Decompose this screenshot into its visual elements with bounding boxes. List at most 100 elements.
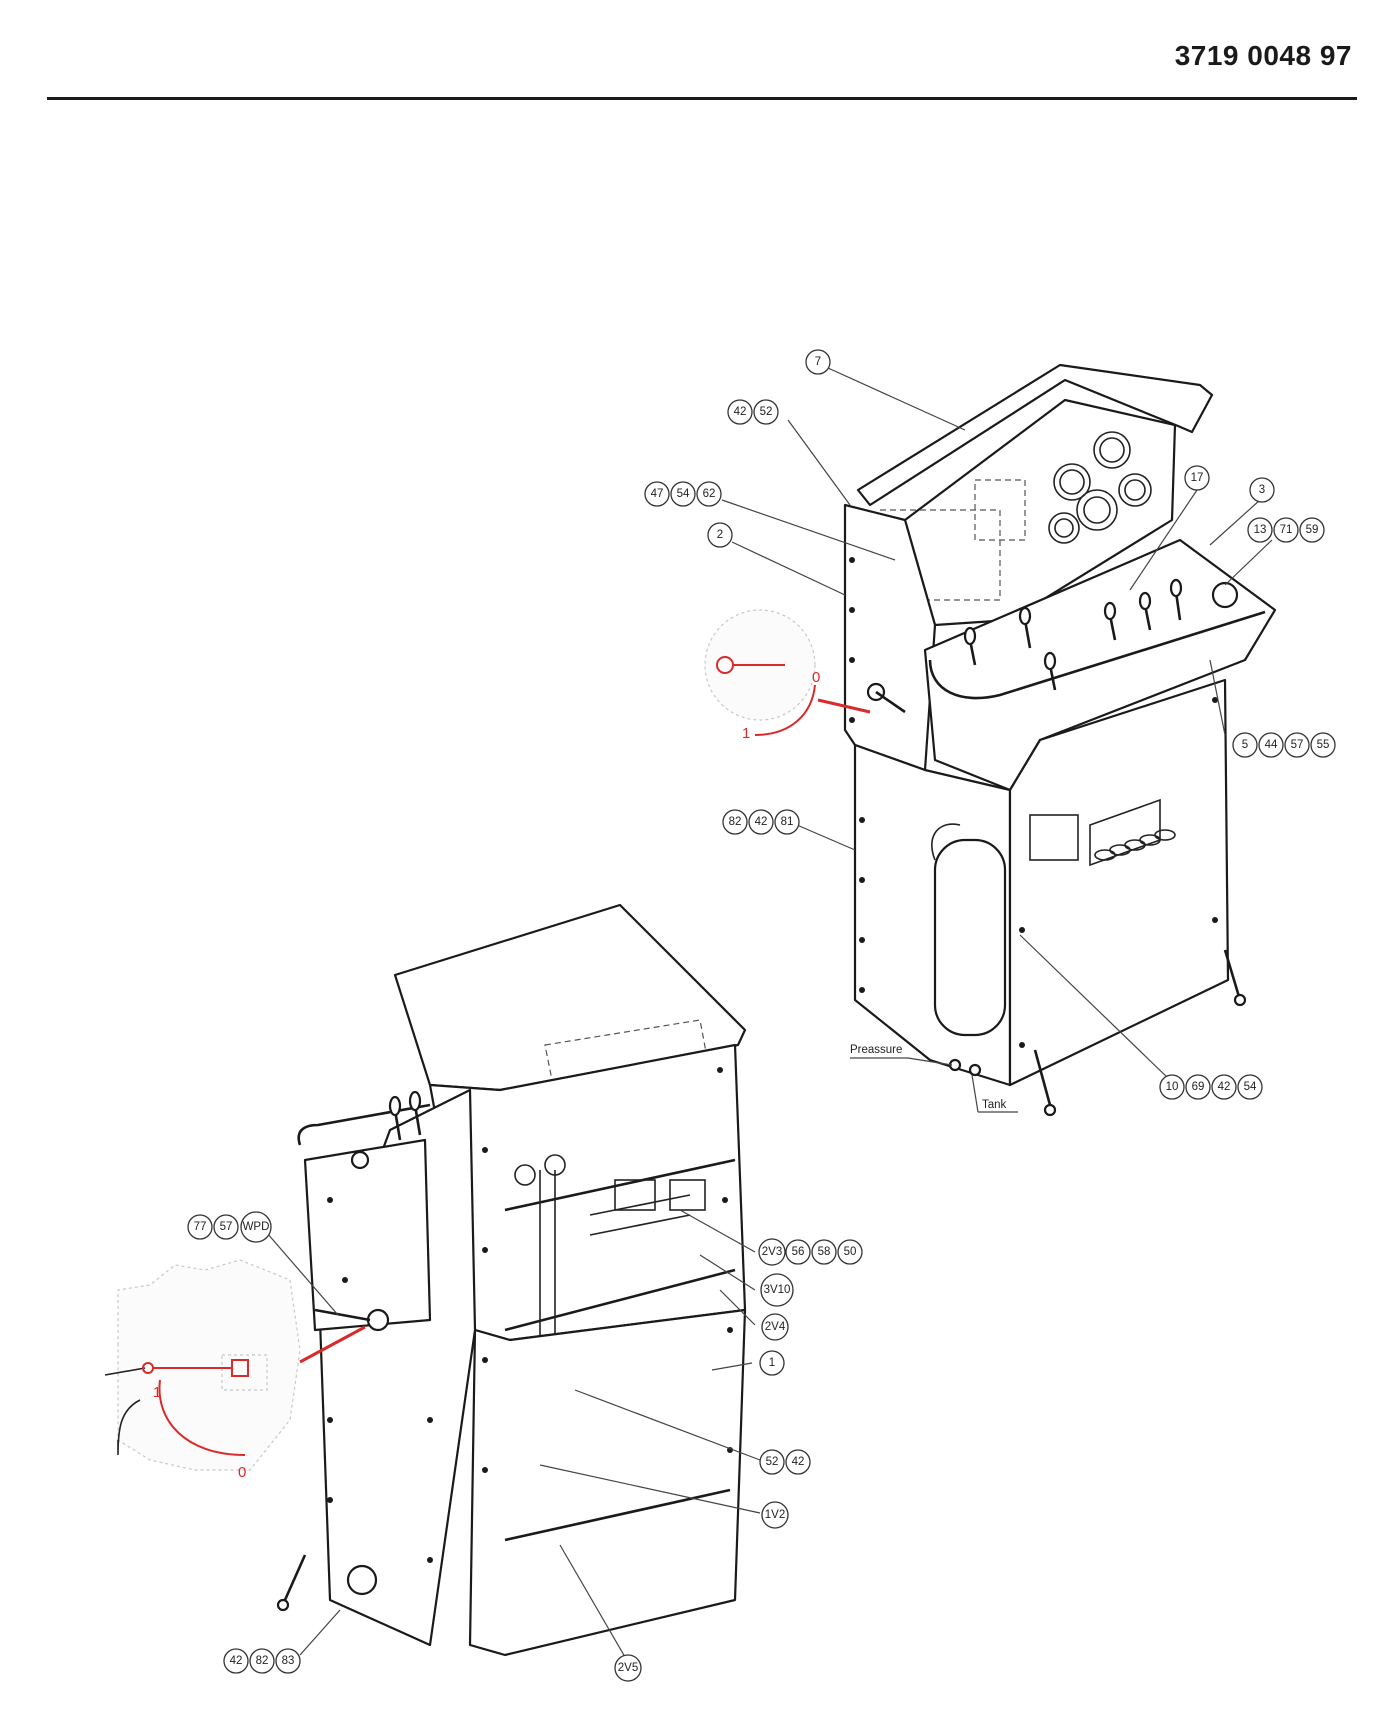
svg-text:52: 52	[760, 406, 773, 418]
svg-text:62: 62	[703, 488, 716, 500]
upper-switch-detail: 0 1	[704, 609, 871, 742]
callout-56: 56	[785, 1239, 811, 1265]
callout-81: 81	[774, 809, 800, 835]
callout-62: 62	[696, 481, 722, 507]
upper-foot-right	[1223, 949, 1242, 1001]
tank-port-label: Tank	[982, 1099, 1007, 1111]
svg-text:56: 56	[792, 1246, 805, 1258]
svg-text:57: 57	[1291, 739, 1304, 751]
callout-42-mid: 42	[748, 809, 774, 835]
lower-switch-detail-ghost	[117, 1259, 301, 1471]
callout-42-lower-right: 42	[785, 1449, 811, 1475]
svg-text:2V5: 2V5	[618, 1662, 638, 1674]
callout-52-lower: 52	[759, 1449, 785, 1475]
svg-text:77: 77	[194, 1221, 207, 1233]
svg-text:57: 57	[220, 1221, 233, 1233]
svg-text:WPD: WPD	[243, 1221, 270, 1233]
lower-switch-label-0: 0	[238, 1464, 246, 1481]
upper-cabinet-front	[1008, 678, 1230, 1087]
svg-text:52: 52	[766, 1456, 779, 1468]
callout-69: 69	[1185, 1074, 1211, 1100]
svg-text:1V2: 1V2	[765, 1509, 785, 1521]
callout-2: 2	[707, 522, 733, 548]
svg-text:42: 42	[230, 1655, 243, 1667]
lower-foot	[283, 1554, 307, 1601]
callout-82-upper: 82	[722, 809, 748, 835]
callout-57-lower: 57	[213, 1214, 239, 1240]
svg-text:2: 2	[717, 529, 723, 541]
callout-50: 50	[837, 1239, 863, 1265]
upper-accumulator	[931, 823, 1007, 1037]
svg-text:82: 82	[256, 1655, 269, 1667]
svg-text:55: 55	[1317, 739, 1330, 751]
svg-text:59: 59	[1306, 524, 1319, 536]
callout-2v3: 2V3	[758, 1238, 786, 1266]
upper-switch-arc	[754, 684, 816, 736]
lower-switch-arc	[158, 1379, 246, 1456]
callout-55: 55	[1310, 732, 1336, 758]
callout-wpd: WPD	[240, 1211, 272, 1243]
svg-text:54: 54	[1244, 1081, 1257, 1093]
upper-leader-lines	[721, 367, 1273, 1081]
upper-valve-bank	[1029, 798, 1176, 867]
svg-text:47: 47	[651, 488, 664, 500]
svg-text:50: 50	[844, 1246, 857, 1258]
lower-leader-lines	[266, 1209, 761, 1658]
upper-switch-label-0: 0	[812, 669, 820, 686]
callout-58: 58	[811, 1239, 837, 1265]
callout-1v2: 1V2	[761, 1501, 789, 1529]
callout-42-right: 42	[1211, 1074, 1237, 1100]
lower-switch-label-1: 1	[153, 1384, 161, 1401]
callout-7: 7	[805, 349, 831, 375]
svg-text:83: 83	[282, 1655, 295, 1667]
svg-text:42: 42	[734, 406, 747, 418]
svg-text:54: 54	[677, 488, 690, 500]
svg-text:81: 81	[781, 816, 794, 828]
callout-52-upper: 52	[753, 399, 779, 425]
callout-2v4: 2V4	[761, 1313, 789, 1341]
callout-2v5: 2V5	[614, 1654, 642, 1682]
lower-switch-detail: 1 0	[104, 1259, 366, 1481]
upper-console	[843, 363, 1277, 1117]
upper-gauges	[1048, 431, 1152, 544]
lower-handrail	[297, 1103, 431, 1146]
svg-text:2V3: 2V3	[762, 1246, 782, 1258]
svg-text:7: 7	[815, 356, 821, 368]
callout-5: 5	[1232, 732, 1258, 758]
tank-fitting	[968, 1063, 982, 1077]
svg-text:44: 44	[1265, 739, 1278, 751]
callout-42-upper: 42	[727, 399, 753, 425]
svg-text:13: 13	[1254, 524, 1267, 536]
lower-selector-knob	[366, 1308, 390, 1332]
callout-77: 77	[187, 1214, 213, 1240]
lower-levers	[350, 1090, 422, 1170]
upper-switch-pointer	[817, 698, 871, 714]
upper-display-box	[974, 479, 1026, 541]
upper-handrail	[928, 610, 1266, 700]
svg-text:3V10: 3V10	[764, 1284, 791, 1296]
callout-1: 1	[759, 1350, 785, 1376]
svg-text:5: 5	[1242, 739, 1248, 751]
lower-switch-square	[231, 1359, 249, 1377]
svg-text:1: 1	[769, 1357, 775, 1369]
lower-desk-box	[303, 1138, 432, 1332]
callout-57-upper: 57	[1284, 732, 1310, 758]
callout-17: 17	[1184, 465, 1210, 491]
callout-59: 59	[1299, 517, 1325, 543]
svg-text:42: 42	[792, 1456, 805, 1468]
pressure-port-label: Preassure	[850, 1044, 902, 1056]
document-number: 3719 0048 97	[1174, 40, 1352, 71]
upper-switch-label-1: 1	[742, 725, 750, 742]
lower-access-cap	[346, 1564, 378, 1596]
callout-71: 71	[1273, 517, 1299, 543]
svg-text:42: 42	[755, 816, 768, 828]
svg-text:69: 69	[1192, 1081, 1205, 1093]
callout-54-right: 54	[1237, 1074, 1263, 1100]
svg-text:17: 17	[1191, 472, 1204, 484]
callout-83: 83	[275, 1648, 301, 1674]
upper-canopy	[856, 363, 1214, 507]
svg-text:42: 42	[1218, 1081, 1231, 1093]
svg-text:58: 58	[818, 1246, 831, 1258]
svg-text:71: 71	[1280, 524, 1293, 536]
